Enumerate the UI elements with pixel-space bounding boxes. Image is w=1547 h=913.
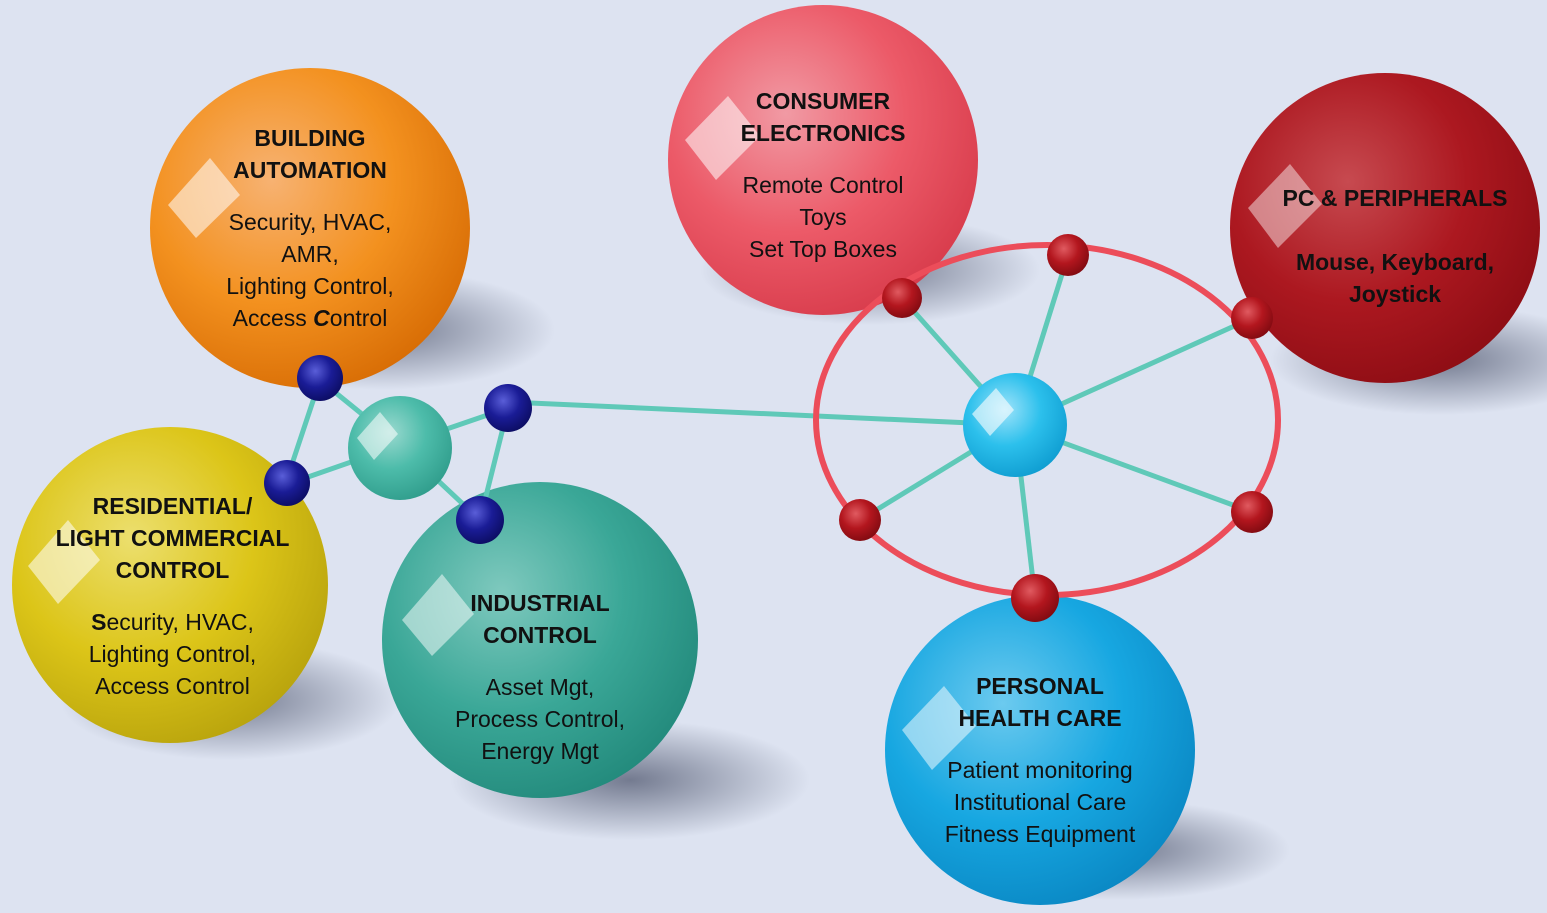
industrial-line-2: Process Control, <box>454 706 625 732</box>
teal-hub <box>348 396 452 500</box>
building-title-2: AUTOMATION <box>233 157 387 183</box>
pc-title-1: PC & PERIPHERALS <box>1282 185 1508 211</box>
pc-line-2: Joystick <box>1348 281 1442 307</box>
pc-line-1: Mouse, Keyboard, <box>1295 249 1495 275</box>
building-automation-label: BUILDING AUTOMATION Security, HVAC, AMR,… <box>180 122 440 334</box>
blue-hub <box>963 373 1067 477</box>
industrial-label: INDUSTRIAL CONTROL Asset Mgt, Process Co… <box>410 587 670 767</box>
residential-line-2: Lighting Control, <box>88 641 257 667</box>
consumer-electronics-sphere <box>668 5 978 315</box>
category-spheres <box>12 5 1540 905</box>
building-title-1: BUILDING <box>254 125 366 151</box>
building-automation-sphere <box>150 68 470 388</box>
residential-line-1-post: ecurity, HVAC, <box>106 609 254 635</box>
consumer-line-1: Remote Control <box>742 172 904 198</box>
industrial-highlight <box>402 574 474 656</box>
health-care-sphere <box>885 595 1195 905</box>
residential-title-2: LIGHT COMMERCIAL <box>55 525 290 551</box>
red-nodes <box>839 234 1273 622</box>
pc-peripherals-label: PC & PERIPHERALS Mouse, Keyboard, Joysti… <box>1245 182 1545 310</box>
red-node <box>1231 491 1273 533</box>
blue-hub-highlight <box>972 388 1014 436</box>
health-title-2: HEALTH CARE <box>958 705 1122 731</box>
building-line-4: Access Control <box>180 302 440 334</box>
backbone-link <box>507 399 1016 428</box>
red-node <box>1047 234 1089 276</box>
industrial-line-3: Energy Mgt <box>481 738 599 764</box>
consumer-highlight <box>685 96 760 180</box>
red-node <box>839 499 881 541</box>
building-line-2: AMR, <box>281 241 339 267</box>
residential-line-1-pre: S <box>91 609 107 635</box>
health-line-3: Fitness Equipment <box>944 821 1136 847</box>
blue-node <box>297 355 343 401</box>
health-line-2: Institutional Care <box>953 789 1127 815</box>
residential-line-1: Security, HVAC, <box>25 606 320 638</box>
blue-node <box>264 460 310 506</box>
hubs <box>348 373 1067 500</box>
building-line-3: Lighting Control, <box>226 273 394 299</box>
building-line-4-post: ontrol <box>329 305 388 331</box>
building-highlight <box>168 158 240 238</box>
residential-title-1: RESIDENTIAL/ <box>92 493 253 519</box>
health-highlight <box>902 686 976 770</box>
red-node <box>1231 297 1273 339</box>
pc-highlight <box>1248 164 1322 248</box>
consumer-title-2: ELECTRONICS <box>740 120 906 146</box>
building-line-4-mid: C <box>313 305 330 331</box>
red-node <box>882 278 922 318</box>
blue-node <box>456 496 504 544</box>
health-care-label: PERSONAL HEALTH CARE Patient monitoring … <box>900 670 1180 850</box>
pc-peripherals-sphere <box>1230 73 1540 383</box>
health-line-1: Patient monitoring <box>947 757 1133 783</box>
industrial-line-1: Asset Mgt, <box>485 674 595 700</box>
health-title-1: PERSONAL <box>976 673 1104 699</box>
residential-label: RESIDENTIAL/ LIGHT COMMERCIAL CONTROL Se… <box>25 490 320 702</box>
blue-node <box>484 384 532 432</box>
building-line-4-pre: Access <box>232 305 314 331</box>
consumer-title-1: CONSUMER <box>755 88 891 114</box>
teal-hub-highlight <box>357 412 398 460</box>
industrial-title-2: CONTROL <box>483 622 597 648</box>
residential-highlight <box>28 520 100 604</box>
consumer-line-3: Set Top Boxes <box>749 236 897 262</box>
consumer-line-2: Toys <box>799 204 847 230</box>
building-line-1: Security, HVAC, <box>228 209 392 235</box>
consumer-electronics-label: CONSUMER ELECTRONICS Remote Control Toys… <box>693 85 953 265</box>
sphere-highlights <box>28 96 1322 770</box>
red-node <box>1011 574 1059 622</box>
residential-sphere <box>12 427 328 743</box>
industrial-title-1: INDUSTRIAL <box>470 590 610 616</box>
blue-nodes <box>264 355 532 544</box>
industrial-sphere <box>382 482 698 798</box>
residential-title-3: CONTROL <box>115 557 230 583</box>
residential-line-3: Access Control <box>95 673 250 699</box>
